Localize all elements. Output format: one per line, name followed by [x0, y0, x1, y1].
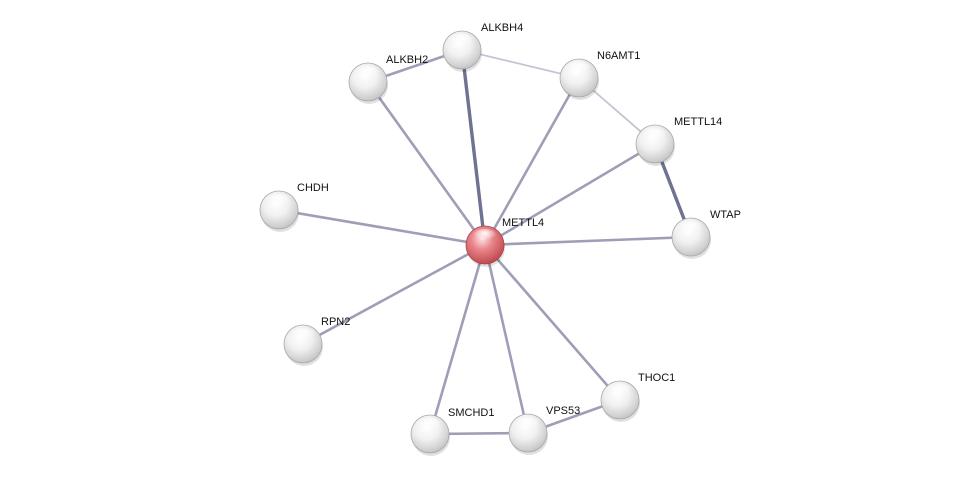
- node-alkbh4[interactable]: ALKBH4: [442, 22, 523, 72]
- node-chdh[interactable]: CHDH: [259, 182, 329, 232]
- node-mettl14[interactable]: METTL14: [635, 116, 722, 166]
- node-highlight: [608, 384, 632, 398]
- edge-mettl4-smchd1: [428, 243, 487, 436]
- node-highlight: [473, 229, 497, 243]
- node-vps53[interactable]: VPS53: [508, 405, 580, 455]
- node-highlight: [679, 221, 703, 235]
- node-highlight: [267, 194, 291, 208]
- edge-mettl4-chdh: [277, 208, 487, 247]
- node-mettl4[interactable]: METTL4: [465, 217, 544, 267]
- edge-mettl4-vps53: [483, 243, 530, 435]
- node-label: ALKBH4: [481, 22, 523, 34]
- node-thoc1[interactable]: THOC1: [600, 372, 675, 422]
- node-label: THOC1: [638, 372, 675, 384]
- node-label: VPS53: [546, 405, 580, 417]
- edge-mettl4-wtap: [483, 235, 693, 247]
- node-label: SMCHD1: [448, 407, 494, 419]
- edge-mettl4-alkbh4: [460, 48, 487, 247]
- node-highlight: [516, 417, 540, 431]
- node-highlight: [418, 418, 442, 432]
- node-highlight: [567, 62, 591, 76]
- node-highlight: [291, 328, 315, 342]
- node-label: METTL4: [502, 217, 544, 229]
- node-label: CHDH: [297, 182, 329, 194]
- edge-mettl4-rpn2: [301, 243, 487, 346]
- node-alkbh2[interactable]: ALKBH2: [348, 54, 428, 104]
- node-label: WTAP: [710, 209, 741, 221]
- edge-mettl4-mettl14: [483, 142, 657, 247]
- node-highlight: [450, 34, 474, 48]
- node-smchd1[interactable]: SMCHD1: [410, 407, 494, 456]
- edge-mettl4-thoc1: [483, 243, 622, 402]
- node-label: ALKBH2: [386, 54, 428, 66]
- node-label: N6AMT1: [597, 50, 640, 62]
- node-wtap[interactable]: WTAP: [671, 209, 741, 259]
- edge-mettl4-alkbh2: [366, 80, 487, 247]
- node-rpn2[interactable]: RPN2: [283, 316, 350, 366]
- node-highlight: [643, 128, 667, 142]
- node-n6amt1[interactable]: N6AMT1: [559, 50, 640, 100]
- edge-alkbh4-n6amt1: [461, 49, 580, 79]
- node-label: METTL14: [674, 116, 722, 128]
- edge-mettl4-n6amt1: [483, 76, 581, 247]
- node-highlight: [356, 66, 380, 80]
- node-label: RPN2: [321, 316, 350, 328]
